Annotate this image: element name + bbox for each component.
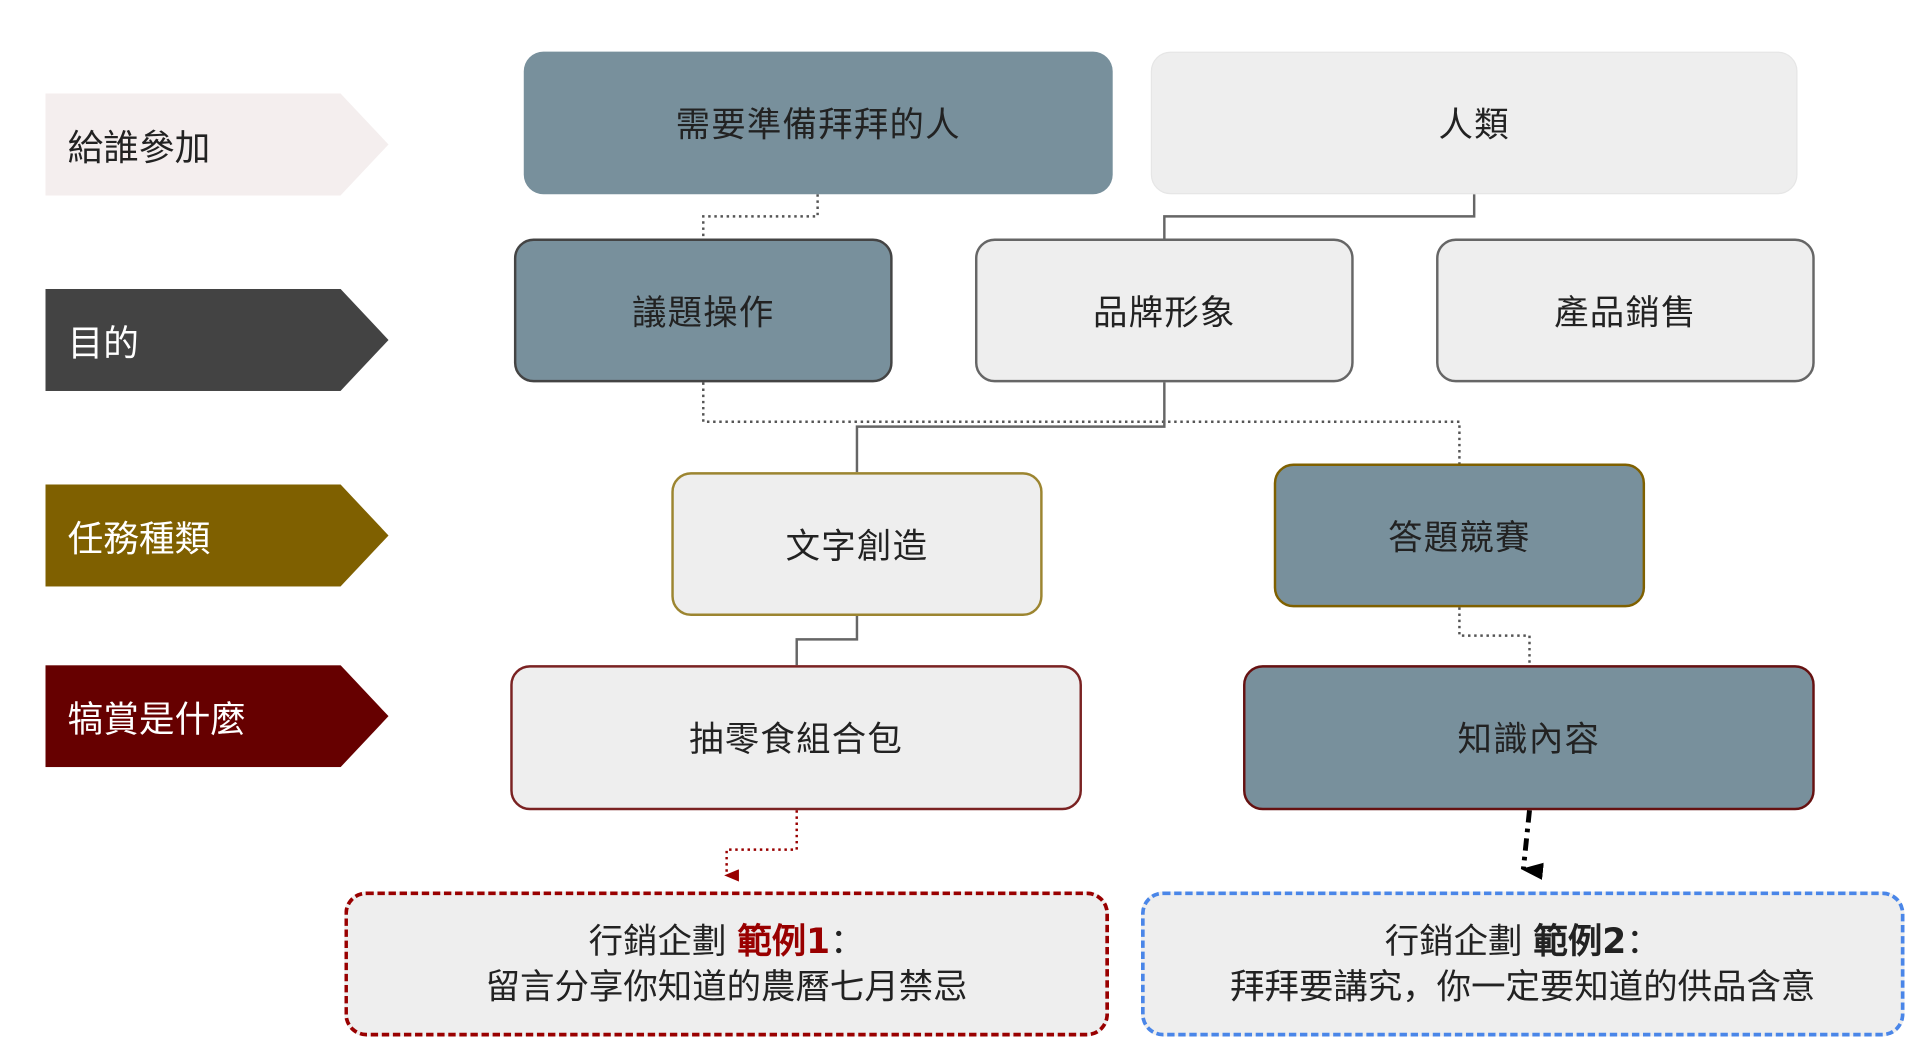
connector-brand-writing <box>855 382 1166 473</box>
connector-writing-snacks <box>795 615 859 666</box>
node-product-sales: 產品銷售 <box>1436 238 1815 383</box>
node-worshippers: 需要準備拜拜的人 <box>523 51 1113 195</box>
connector-quiz-knowledge <box>1458 607 1531 666</box>
row-label-reward: 犒賞是什麼 <box>45 665 389 768</box>
row-label-task-type: 任務種類 <box>45 484 389 587</box>
node-snack-pack: 抽零食組合包 <box>510 665 1082 811</box>
example-2-title: 行銷企劃 範例2： <box>1385 918 1661 963</box>
row-label-text: 給誰參加 <box>67 126 211 168</box>
node-humans: 人類 <box>1150 51 1798 195</box>
row-label-text: 目的 <box>67 321 139 364</box>
row-label-text: 犒賞是什麼 <box>67 697 246 740</box>
connector-snacks-example1 <box>724 810 798 882</box>
example-label: 範例1 <box>737 920 831 962</box>
node-brand-image: 品牌形象 <box>974 238 1354 383</box>
node-issue-operation: 議題操作 <box>513 238 893 383</box>
example-colon: ： <box>1626 920 1661 962</box>
row-label-purpose: 目的 <box>45 288 389 391</box>
example-1-body: 留言分享你知道的農曆七月禁忌 <box>485 966 968 1007</box>
row-label-audience: 給誰參加 <box>45 93 389 196</box>
example-1-title: 行銷企劃 範例1： <box>589 918 865 963</box>
node-quiz-contest: 答題競賽 <box>1273 463 1646 608</box>
node-text-creation: 文字創造 <box>671 472 1043 616</box>
example-1-box: 行銷企劃 範例1： 留言分享你知道的農曆七月禁忌 <box>344 891 1110 1037</box>
example-colon: ： <box>830 920 865 962</box>
example-prefix: 行銷企劃 <box>588 920 738 962</box>
connector-worshippers-issue <box>702 194 819 239</box>
connector-humans-brand <box>1163 194 1476 239</box>
example-label: 範例2 <box>1533 920 1627 962</box>
example-2-box: 行銷企劃 範例2： 拜拜要講究，你一定要知道的供品含意 <box>1140 891 1905 1037</box>
node-knowledge-content: 知識內容 <box>1243 665 1815 811</box>
connector-issue-quiz <box>702 382 1461 464</box>
row-label-text: 任務種類 <box>67 517 211 559</box>
example-prefix: 行銷企劃 <box>1384 920 1534 962</box>
connector-knowledge-example2 <box>1520 809 1544 880</box>
example-2-body: 拜拜要講究，你一定要知道的供品含意 <box>1230 966 1816 1007</box>
